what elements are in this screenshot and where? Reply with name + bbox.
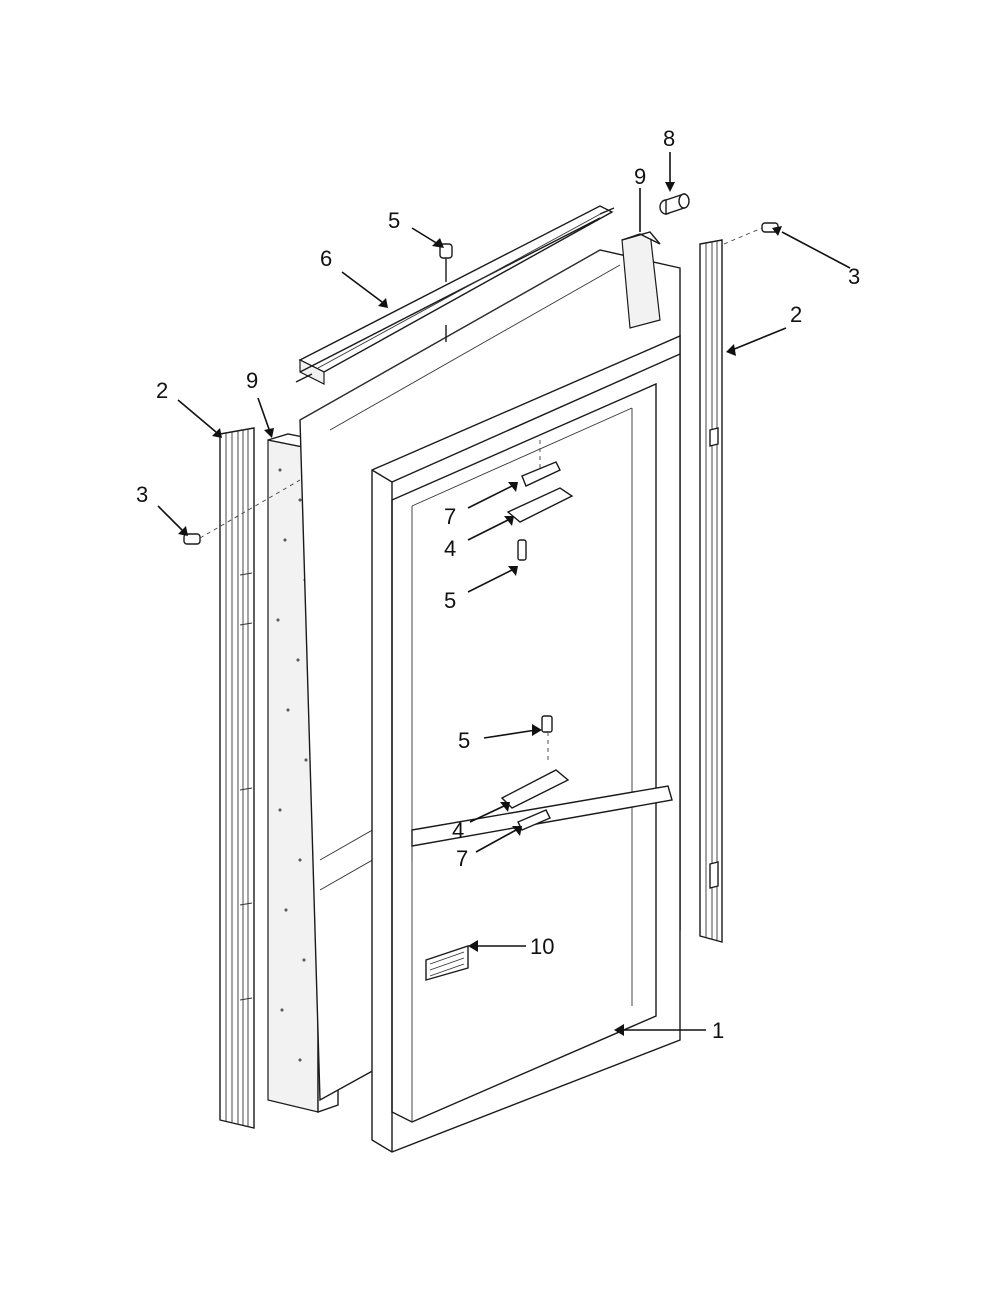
right-gasket-strip (699, 239, 723, 943)
callout-2-left: 2 (156, 378, 168, 403)
callout-labels: 8 9 5 3 6 2 2 9 3 7 4 5 5 4 7 10 1 (136, 126, 860, 1043)
callout-2-right: 2 (790, 302, 802, 327)
callout-3-right: 3 (848, 264, 860, 289)
callout-4-upper: 4 (444, 536, 456, 561)
callout-5-top: 5 (388, 208, 400, 233)
callout-7-lower: 7 (456, 846, 468, 871)
upper-hinge (506, 440, 574, 561)
callout-9-top: 9 (634, 164, 646, 189)
label-plate (425, 945, 469, 981)
left-gasket-strip (219, 427, 255, 1129)
callout-1: 1 (712, 1018, 724, 1043)
callout-6: 6 (320, 246, 332, 271)
callout-3-left: 3 (136, 482, 148, 507)
callout-4-lower: 4 (452, 818, 464, 843)
top-channel-bracket (295, 205, 615, 385)
callout-8: 8 (663, 126, 675, 151)
callout-7-upper: 7 (444, 504, 456, 529)
right-foam-strip (621, 231, 661, 329)
callout-9-left: 9 (246, 368, 258, 393)
plug (659, 193, 690, 215)
callout-5-mid: 5 (444, 588, 456, 613)
callout-10: 10 (530, 934, 554, 959)
left-screw (183, 479, 301, 545)
callout-5-lower: 5 (458, 728, 470, 753)
leader-lines (157, 152, 851, 1036)
right-screw (723, 222, 779, 245)
